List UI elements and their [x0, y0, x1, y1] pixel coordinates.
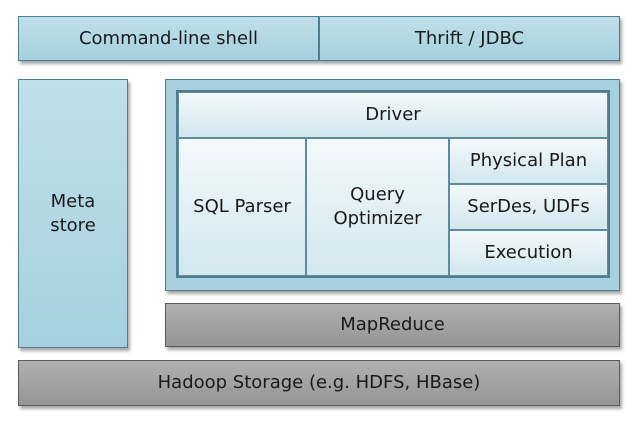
thrift-jdbc-label: Thrift / JDBC	[414, 27, 525, 49]
execution-box: Execution	[449, 230, 608, 276]
sql-parser-box: SQL Parser	[178, 138, 306, 276]
query-optimizer-label-line1: Query	[350, 184, 405, 205]
query-optimizer-box: Query Optimizer	[306, 138, 449, 276]
hadoop-storage-label: Hadoop Storage (e.g. HDFS, HBase)	[157, 372, 481, 393]
sql-parser-label: SQL Parser	[193, 196, 291, 217]
driver-label: Driver	[365, 104, 421, 125]
metastore-label-line2: store	[50, 214, 96, 236]
command-line-shell-box: Command-line shell	[18, 16, 319, 61]
mapreduce-box: MapReduce	[165, 303, 620, 347]
metastore-box: Meta store	[18, 79, 128, 348]
mapreduce-label: MapReduce	[340, 314, 445, 335]
metastore-label-line1: Meta	[50, 190, 96, 212]
hadoop-storage-box: Hadoop Storage (e.g. HDFS, HBase)	[18, 360, 620, 406]
query-optimizer-label-line2: Optimizer	[333, 208, 422, 229]
execution-label: Execution	[484, 242, 573, 263]
physical-plan-box: Physical Plan	[449, 138, 608, 184]
command-line-shell-label: Command-line shell	[78, 27, 259, 49]
thrift-jdbc-box: Thrift / JDBC	[319, 16, 620, 61]
serdes-udfs-label: SerDes, UDFs	[467, 196, 590, 217]
driver-box: Driver	[178, 92, 608, 138]
physical-plan-label: Physical Plan	[469, 150, 588, 171]
serdes-udfs-box: SerDes, UDFs	[449, 184, 608, 230]
